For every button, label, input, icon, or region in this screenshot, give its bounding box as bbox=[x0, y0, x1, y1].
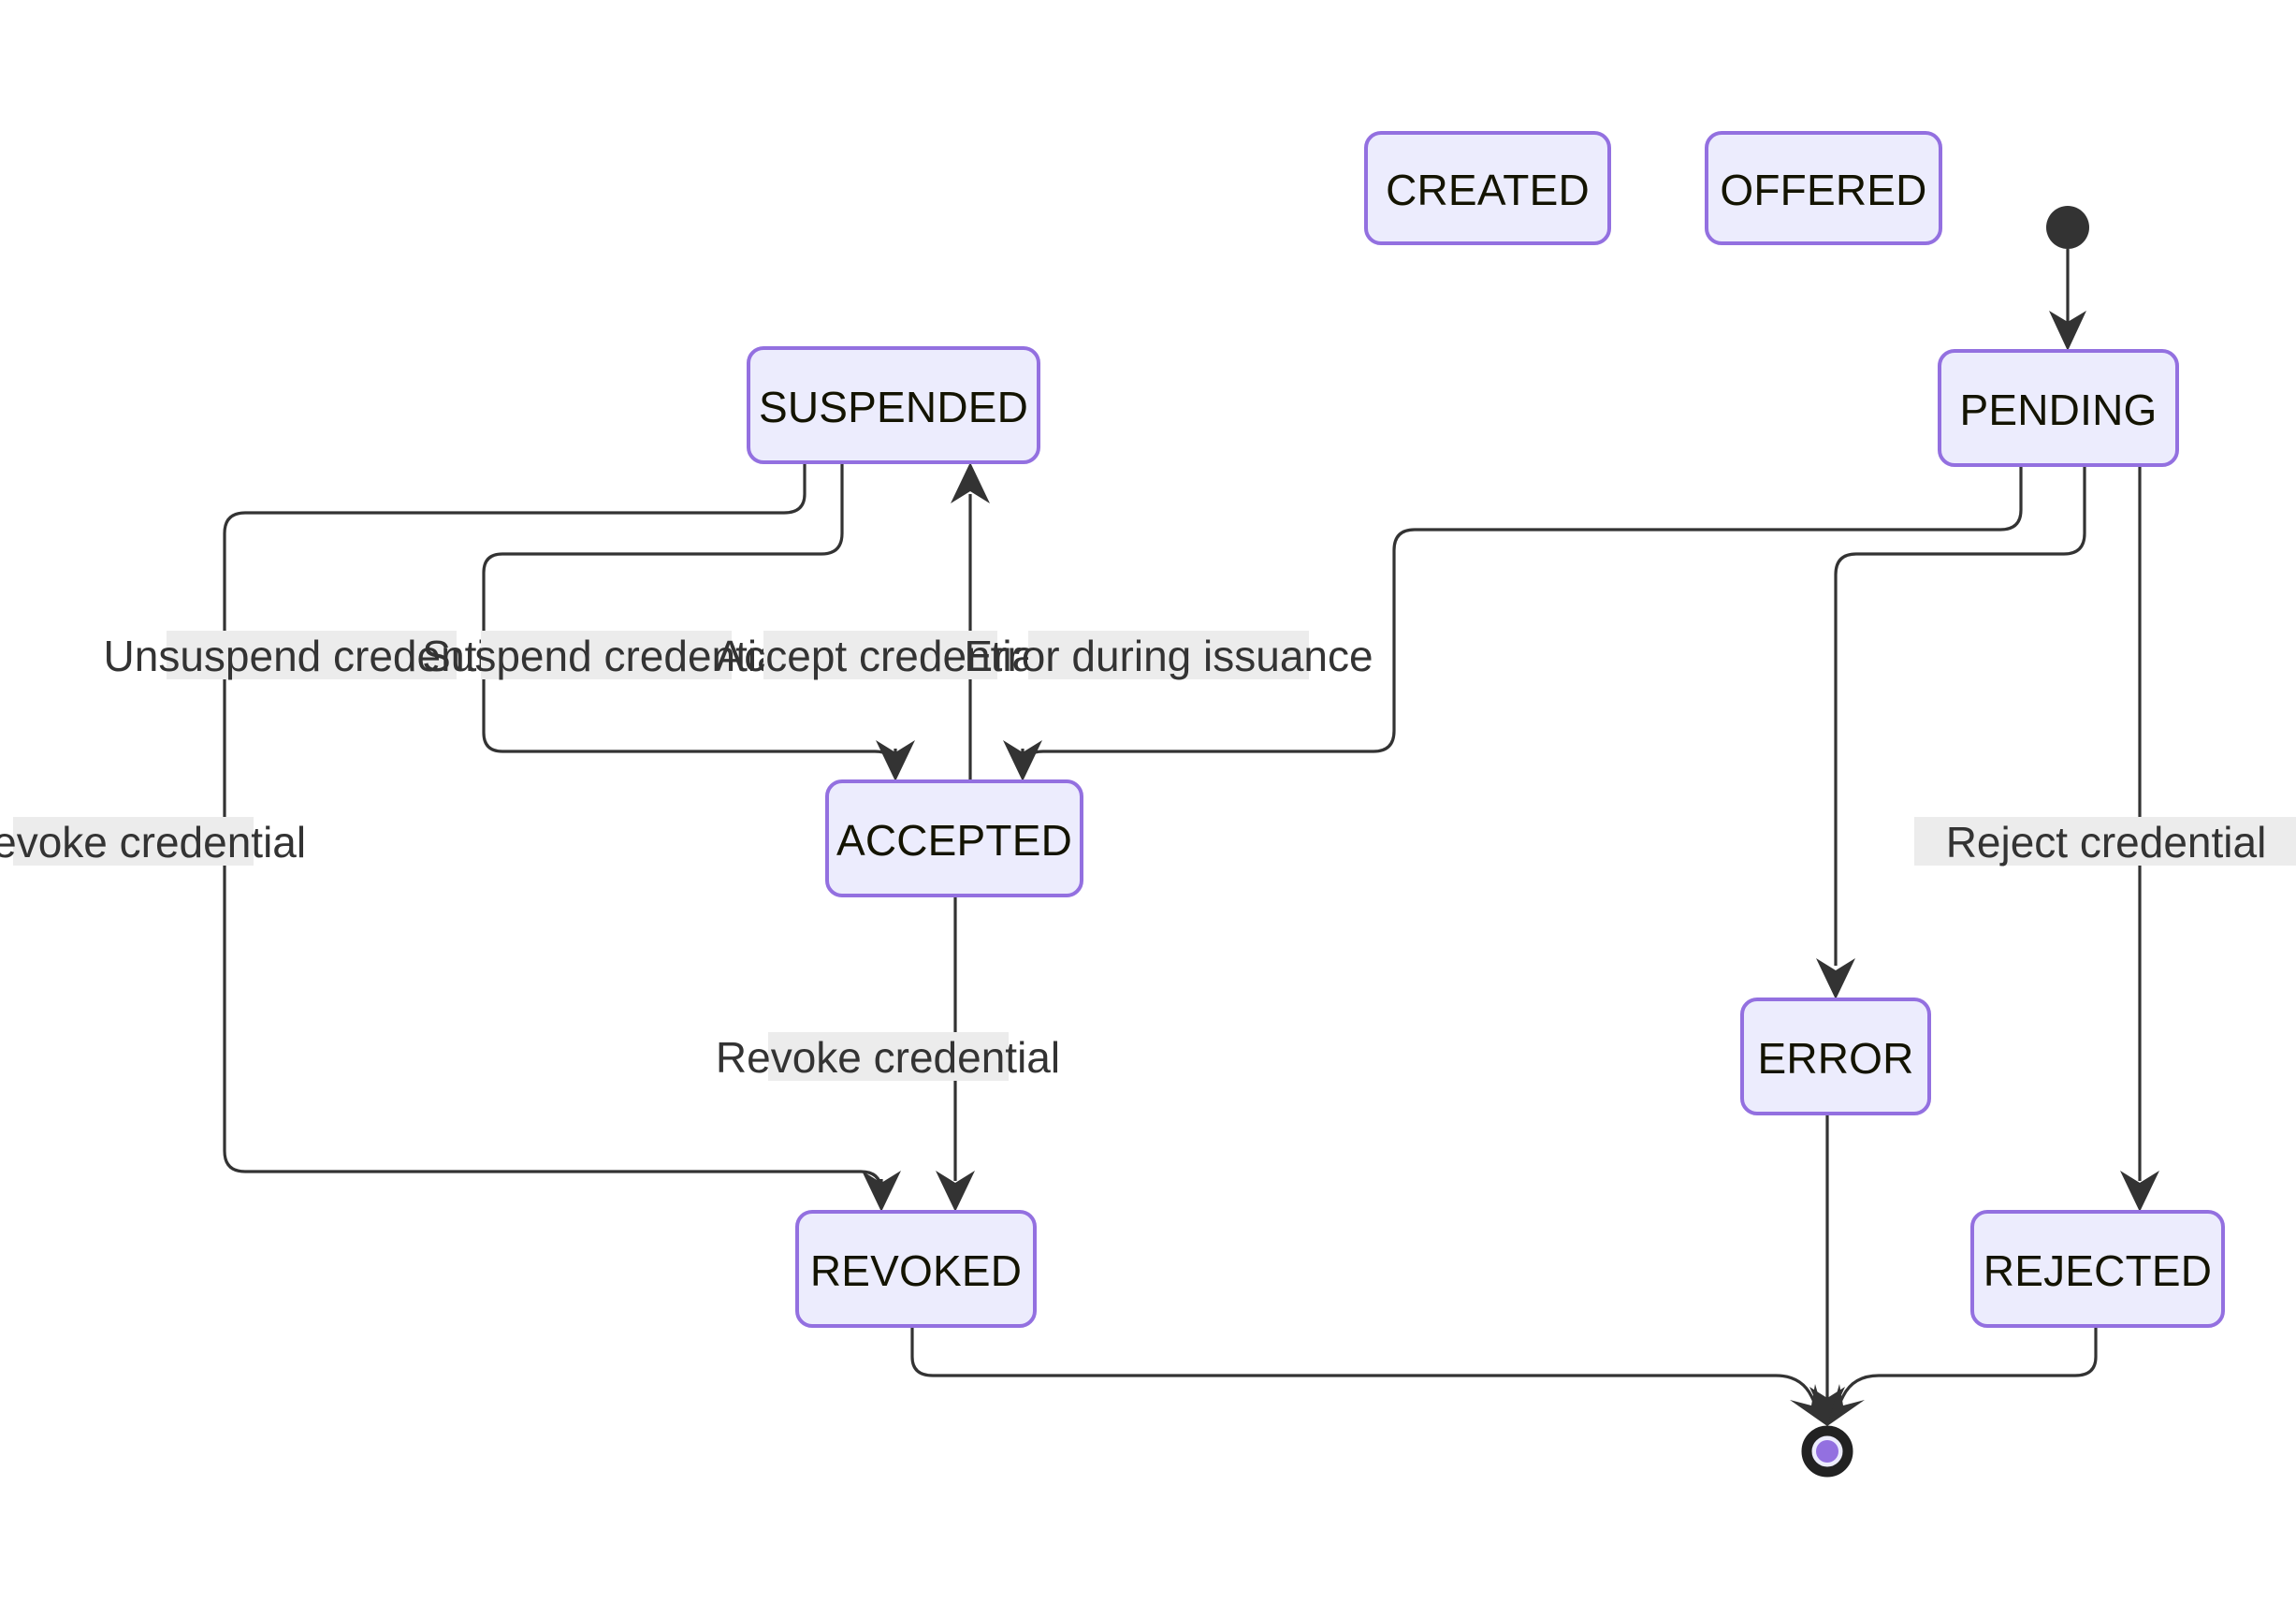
state-box[interactable] bbox=[825, 779, 1083, 897]
state-label: SUSPENDED bbox=[759, 383, 1028, 431]
arrowhead-icon bbox=[951, 462, 990, 503]
arrowhead-icon bbox=[862, 1171, 901, 1212]
arrowhead-icon bbox=[1816, 958, 1855, 999]
state-label: PENDING bbox=[1960, 386, 2158, 434]
edge-labels-layer: Unsuspend credential Suspend credential … bbox=[0, 631, 2296, 1082]
edge-label-error-during-issuance: Error during issuance bbox=[964, 631, 1373, 680]
state-box[interactable] bbox=[1938, 349, 2179, 467]
state-box[interactable] bbox=[1970, 1210, 2225, 1328]
label-text: Unsuspend credential bbox=[104, 632, 520, 680]
label-text: Revoke credential bbox=[716, 1033, 1060, 1082]
label-text: Revoke credential bbox=[0, 818, 306, 867]
state-node-accepted[interactable]: ACCEPTED bbox=[825, 779, 1083, 897]
edge-label-revoke-credential-middle: Revoke credential bbox=[716, 1032, 1060, 1082]
label-background bbox=[768, 1032, 1009, 1081]
edge-revoked-to-end bbox=[910, 1326, 1827, 1426]
label-text: Suspend credential bbox=[422, 632, 791, 680]
start-end-nodes-layer bbox=[1801, 206, 2089, 1478]
state-box[interactable] bbox=[1740, 998, 1931, 1115]
end-state-dot bbox=[1816, 1440, 1838, 1463]
state-label: ERROR bbox=[1757, 1034, 1913, 1083]
edge-start-to-pending bbox=[2049, 249, 2086, 351]
end-state-icon[interactable] bbox=[1801, 1425, 1853, 1478]
edge-label-accept-credential: Accept credential bbox=[716, 631, 1046, 680]
label-text: Reject credential bbox=[1946, 818, 2267, 867]
state-node-suspended[interactable]: SUSPENDED bbox=[747, 346, 1040, 464]
state-node-pending[interactable]: PENDING bbox=[1938, 349, 2179, 467]
edges-layer bbox=[223, 249, 2159, 1426]
edge-line bbox=[1021, 465, 2023, 772]
edge-line bbox=[1834, 465, 2086, 966]
state-label: ACCEPTED bbox=[836, 816, 1072, 865]
edge-label-unsuspend-credential: Unsuspend credential bbox=[104, 631, 520, 680]
arrowhead-icon bbox=[936, 1171, 975, 1212]
edge-label-reject-credential: Reject credential bbox=[1914, 817, 2296, 867]
edge-error-to-end bbox=[1809, 1114, 1845, 1426]
state-label: REVOKED bbox=[810, 1246, 1022, 1295]
state-node-revoked[interactable]: REVOKED bbox=[795, 1210, 1037, 1328]
end-state-ring bbox=[1801, 1425, 1853, 1478]
arrowhead-icon bbox=[2049, 311, 2086, 351]
edge-suspended-to-revoked bbox=[223, 462, 901, 1212]
state-node-rejected[interactable]: REJECTED bbox=[1970, 1210, 2225, 1328]
state-label: CREATED bbox=[1386, 166, 1590, 214]
label-background bbox=[1914, 817, 2296, 866]
label-text: Accept credential bbox=[716, 632, 1046, 680]
state-node-offered[interactable]: OFFERED bbox=[1705, 131, 1942, 245]
state-box[interactable] bbox=[795, 1210, 1037, 1328]
state-box[interactable] bbox=[1705, 131, 1942, 245]
state-box[interactable] bbox=[747, 346, 1040, 464]
label-text: Error during issuance bbox=[964, 632, 1373, 680]
edge-line bbox=[482, 462, 897, 772]
edge-suspended-to-accepted bbox=[482, 462, 915, 781]
state-box[interactable] bbox=[1364, 131, 1611, 245]
edge-line bbox=[223, 462, 883, 1194]
label-background bbox=[763, 631, 997, 679]
edge-line bbox=[1834, 1326, 2098, 1412]
label-background bbox=[1028, 631, 1309, 679]
state-nodes-layer: CREATED OFFERED PENDING SUSPENDED ACCEPT… bbox=[747, 131, 2225, 1328]
edge-label-suspend-credential: Suspend credential bbox=[422, 631, 791, 680]
state-node-error[interactable]: ERROR bbox=[1740, 998, 1931, 1115]
label-background bbox=[13, 817, 254, 866]
edge-line bbox=[910, 1326, 1821, 1412]
arrowhead-icon bbox=[2120, 1171, 2159, 1212]
arrowhead-icon bbox=[876, 740, 915, 781]
edge-label-revoke-credential-left: Revoke credential bbox=[0, 817, 306, 867]
state-label: REJECTED bbox=[1984, 1246, 2212, 1295]
edge-pending-to-accepted bbox=[1003, 465, 2023, 781]
arrowhead-icon bbox=[1827, 1384, 1865, 1426]
arrowhead-icon bbox=[1003, 740, 1042, 781]
state-label: OFFERED bbox=[1720, 166, 1926, 214]
label-background bbox=[481, 631, 732, 679]
label-background bbox=[167, 631, 457, 679]
edge-rejected-to-end bbox=[1827, 1326, 2098, 1426]
edge-accepted-to-suspended bbox=[951, 462, 990, 781]
start-state-icon[interactable] bbox=[2046, 206, 2089, 249]
edge-pending-to-error bbox=[1816, 465, 2086, 999]
state-node-created[interactable]: CREATED bbox=[1364, 131, 1611, 245]
